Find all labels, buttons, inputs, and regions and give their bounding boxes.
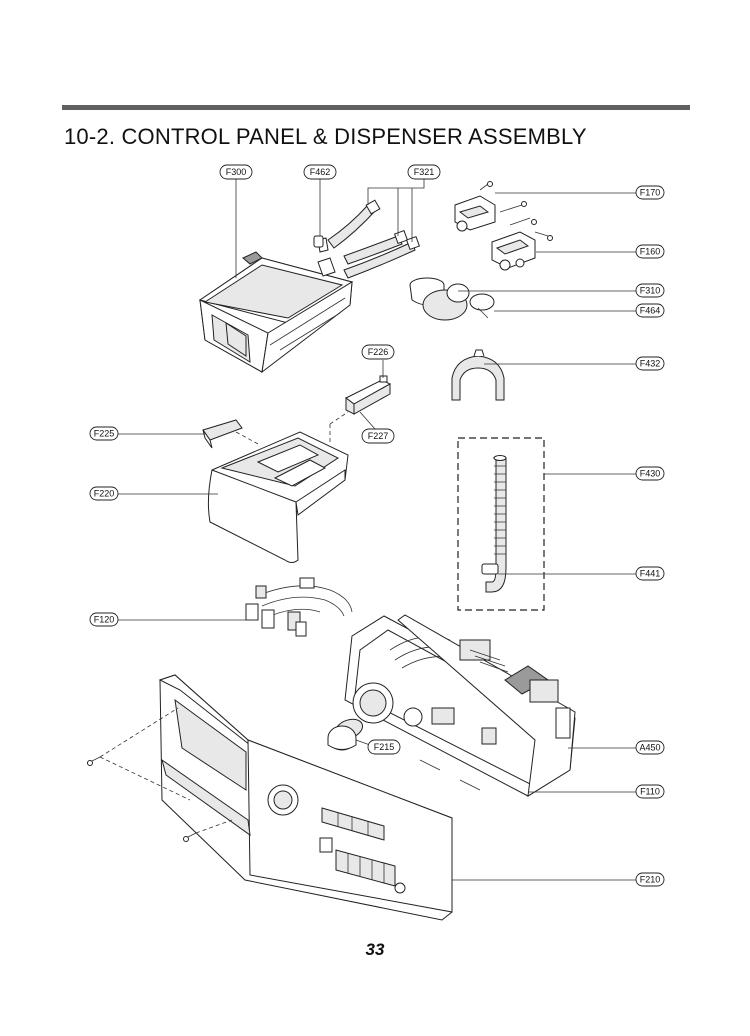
callout-f210: F210: [635, 872, 665, 887]
svg-text:F430: F430: [640, 469, 661, 479]
callout-f300: F300: [219, 164, 253, 180]
callout-f462: F462: [303, 164, 337, 180]
leader-lines: [118, 179, 636, 881]
svg-text:F227: F227: [368, 431, 389, 441]
vent-cap-part: [409, 277, 470, 321]
clamp-ring-part: [469, 293, 495, 319]
callout-a450: A450: [635, 740, 665, 755]
inlet-valve-f160-part: [491, 219, 553, 271]
main-pcb-part: [397, 614, 576, 797]
header-rule: [62, 105, 690, 110]
svg-text:F432: F432: [640, 359, 661, 369]
callout-f226: F226: [361, 344, 395, 360]
callout-f160: F160: [635, 244, 665, 259]
callout-f120: F120: [89, 612, 119, 627]
svg-text:F310: F310: [640, 286, 661, 296]
inlet-hoses-part: [327, 199, 421, 279]
callout-f215: F215: [367, 739, 401, 755]
front-control-panel-part: [158, 674, 453, 921]
svg-text:F170: F170: [640, 188, 661, 198]
svg-text:F215: F215: [374, 742, 395, 752]
drawer-handle-part: [202, 419, 243, 449]
svg-text:A450: A450: [639, 743, 660, 753]
svg-text:F300: F300: [226, 167, 247, 177]
callout-f225: F225: [89, 426, 119, 441]
inlet-valve-f170-part: [454, 181, 531, 232]
page-title: 10-2. CONTROL PANEL & DISPENSER ASSEMBLY: [64, 124, 587, 149]
callout-f220: F220: [89, 486, 119, 501]
hose-guide-part: [451, 349, 505, 401]
svg-text:F110: F110: [640, 787, 660, 797]
svg-text:F462: F462: [310, 167, 331, 177]
hose-clamp-part: [313, 235, 324, 248]
callout-f227: F227: [361, 428, 395, 444]
siphon-cap-part: [345, 375, 392, 415]
svg-text:F321: F321: [414, 167, 435, 177]
callout-f110: F110: [635, 784, 665, 799]
svg-text:F220: F220: [94, 489, 115, 499]
svg-text:F226: F226: [368, 347, 389, 357]
screws-part: [87, 756, 197, 842]
callout-f464: F464: [635, 303, 665, 318]
drain-hose-group-box: [457, 437, 545, 611]
hose-clip-part: [481, 563, 499, 575]
callout-f321: F321: [407, 164, 441, 180]
svg-text:F160: F160: [640, 247, 661, 257]
control-panel-frame-part: [344, 615, 576, 797]
svg-text:F120: F120: [94, 615, 115, 625]
dispenser-drawer-part: [207, 431, 349, 563]
svg-text:F210: F210: [640, 875, 661, 885]
svg-text:F441: F441: [640, 569, 661, 579]
callout-f432: F432: [635, 356, 665, 371]
svg-text:F225: F225: [94, 429, 115, 439]
program-knob-part: [327, 718, 364, 751]
callout-f170: F170: [635, 185, 665, 200]
callout-f310: F310: [635, 283, 665, 298]
dispenser-housing-part: [198, 237, 354, 374]
callout-f430: F430: [635, 466, 665, 481]
svg-text:F464: F464: [640, 306, 661, 316]
callout-f441: F441: [635, 566, 665, 581]
wire-harness-part: [245, 577, 353, 637]
page-number: 33: [365, 940, 385, 959]
